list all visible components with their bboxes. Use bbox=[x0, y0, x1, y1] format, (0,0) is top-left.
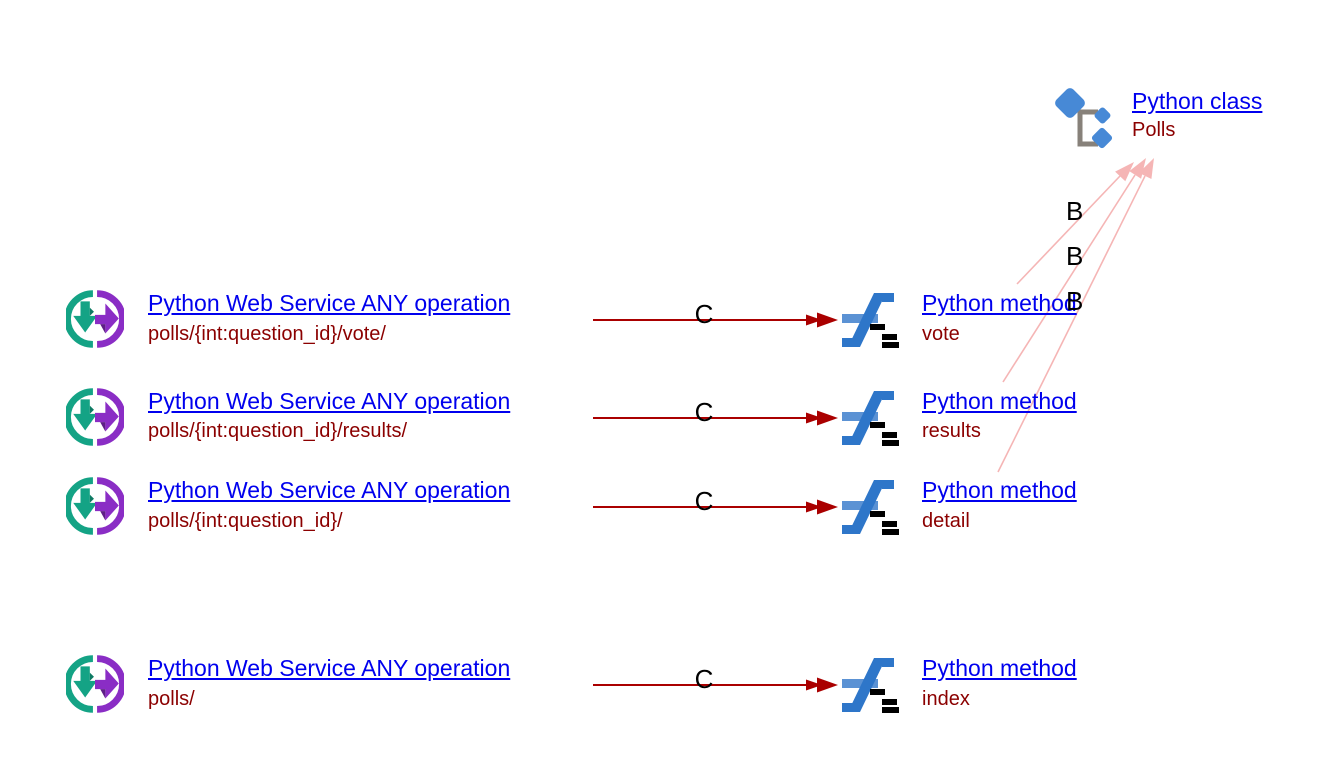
call-edge-label: C bbox=[694, 486, 714, 516]
call-edge-label: C bbox=[694, 397, 714, 427]
python-web-service-icon[interactable] bbox=[66, 290, 124, 348]
web-service-operation-path: polls/{int:question_id}/vote/ bbox=[148, 323, 386, 345]
call-arrow-vote bbox=[593, 312, 838, 328]
web-service-operation-path: polls/{int:question_id}/ bbox=[148, 510, 343, 532]
python-method-name: index bbox=[922, 688, 970, 710]
python-method-icon[interactable] bbox=[842, 654, 904, 714]
web-service-operation-link[interactable]: Python Web Service ANY operation bbox=[148, 388, 511, 414]
call-edge-label: C bbox=[694, 664, 714, 694]
class-edge-label: B bbox=[1066, 241, 1084, 271]
class-edge-label: B bbox=[1066, 196, 1084, 226]
call-arrow-index bbox=[593, 677, 838, 693]
python-class-icon[interactable] bbox=[1044, 84, 1116, 156]
call-arrow-results bbox=[593, 410, 838, 426]
python-method-name: vote bbox=[922, 323, 960, 345]
python-method-icon[interactable] bbox=[842, 289, 904, 349]
python-method-link[interactable]: Python method bbox=[922, 290, 1077, 316]
call-arrow-detail bbox=[593, 499, 838, 515]
call-edge-label: C bbox=[694, 299, 714, 329]
class-arrow-vote bbox=[1016, 162, 1134, 285]
class-edge-label: B bbox=[1066, 286, 1084, 316]
python-method-link[interactable]: Python method bbox=[922, 388, 1077, 414]
web-service-operation-link[interactable]: Python Web Service ANY operation bbox=[148, 655, 511, 681]
web-service-operation-link[interactable]: Python Web Service ANY operation bbox=[148, 290, 511, 316]
python-class-link[interactable]: Python class bbox=[1132, 88, 1263, 114]
python-method-link[interactable]: Python method bbox=[922, 655, 1077, 681]
web-service-operation-link[interactable]: Python Web Service ANY operation bbox=[148, 477, 511, 503]
python-method-link[interactable]: Python method bbox=[922, 477, 1077, 503]
python-method-icon[interactable] bbox=[842, 387, 904, 447]
python-method-icon[interactable] bbox=[842, 476, 904, 536]
python-web-service-icon[interactable] bbox=[66, 477, 124, 535]
python-web-service-icon[interactable] bbox=[66, 388, 124, 446]
python-method-name: results bbox=[922, 420, 981, 442]
python-web-service-icon[interactable] bbox=[66, 655, 124, 713]
web-service-operation-path: polls/ bbox=[148, 688, 195, 710]
web-service-operation-path: polls/{int:question_id}/results/ bbox=[148, 420, 408, 442]
python-class-name: Polls bbox=[1132, 119, 1176, 141]
python-method-name: detail bbox=[922, 510, 970, 532]
class-arrow-detail bbox=[997, 158, 1154, 473]
